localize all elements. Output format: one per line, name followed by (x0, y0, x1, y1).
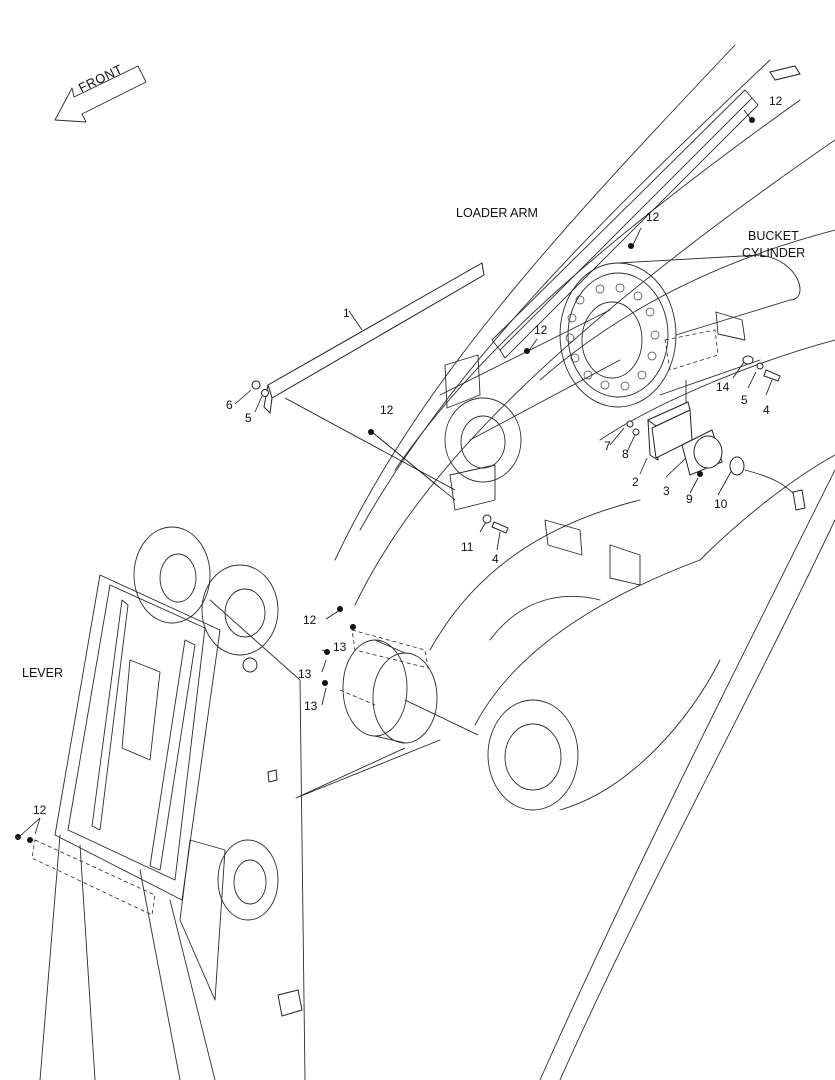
sensor-assembly (626, 401, 806, 511)
callout-7: 7 (604, 439, 611, 453)
callout-12-rail-low: 12 (534, 323, 548, 337)
lever-label: LEVER (22, 666, 63, 680)
callout-3: 3 (663, 484, 670, 498)
leader-lines (19, 109, 773, 837)
loader-arm-label: LOADER ARM (456, 206, 538, 220)
callout-2: 2 (632, 475, 639, 489)
callout-9: 9 (686, 492, 693, 506)
callout-10: 10 (714, 497, 728, 511)
cylinder-bolt-ring (565, 283, 660, 391)
callout-8: 8 (622, 447, 629, 461)
bucket-cylinder (559, 254, 801, 408)
callout-5-cylinder: 5 (741, 393, 748, 407)
front-arrow-icon (54, 65, 147, 123)
piston-rod (439, 309, 621, 511)
arm-top-rail (491, 65, 801, 359)
callout-12-rail-mid: 12 (646, 210, 660, 224)
callout-14: 14 (716, 380, 730, 394)
bucket-cylinder-label-line2: CYLINDER (742, 246, 806, 260)
callout-1: 1 (343, 306, 350, 320)
bucket-cylinder-label-line1: BUCKET (748, 229, 799, 243)
callout-6: 6 (226, 398, 233, 412)
callout-4-cylinder: 4 (763, 403, 770, 417)
callout-13-bottom: 13 (304, 699, 318, 713)
loader-arm-outline (334, 44, 835, 1080)
lever-assembly (31, 526, 306, 1080)
callout-5-strip: 5 (245, 411, 252, 425)
callout-13-top: 13 (333, 640, 347, 654)
callout-12-pivot: 12 (303, 613, 317, 627)
hardware-fasteners (15, 117, 781, 843)
callout-12-rail-top: 12 (769, 94, 783, 108)
callout-13-mid: 13 (298, 667, 312, 681)
callout-4-lower: 4 (492, 552, 499, 566)
callout-12-strip: 12 (380, 403, 394, 417)
lower-pivot-boss (339, 629, 438, 744)
callout-12-lever: 12 (33, 803, 47, 817)
lower-linkage (474, 519, 721, 811)
sensor-bracket-strip (263, 262, 485, 415)
callout-11: 11 (461, 540, 474, 554)
